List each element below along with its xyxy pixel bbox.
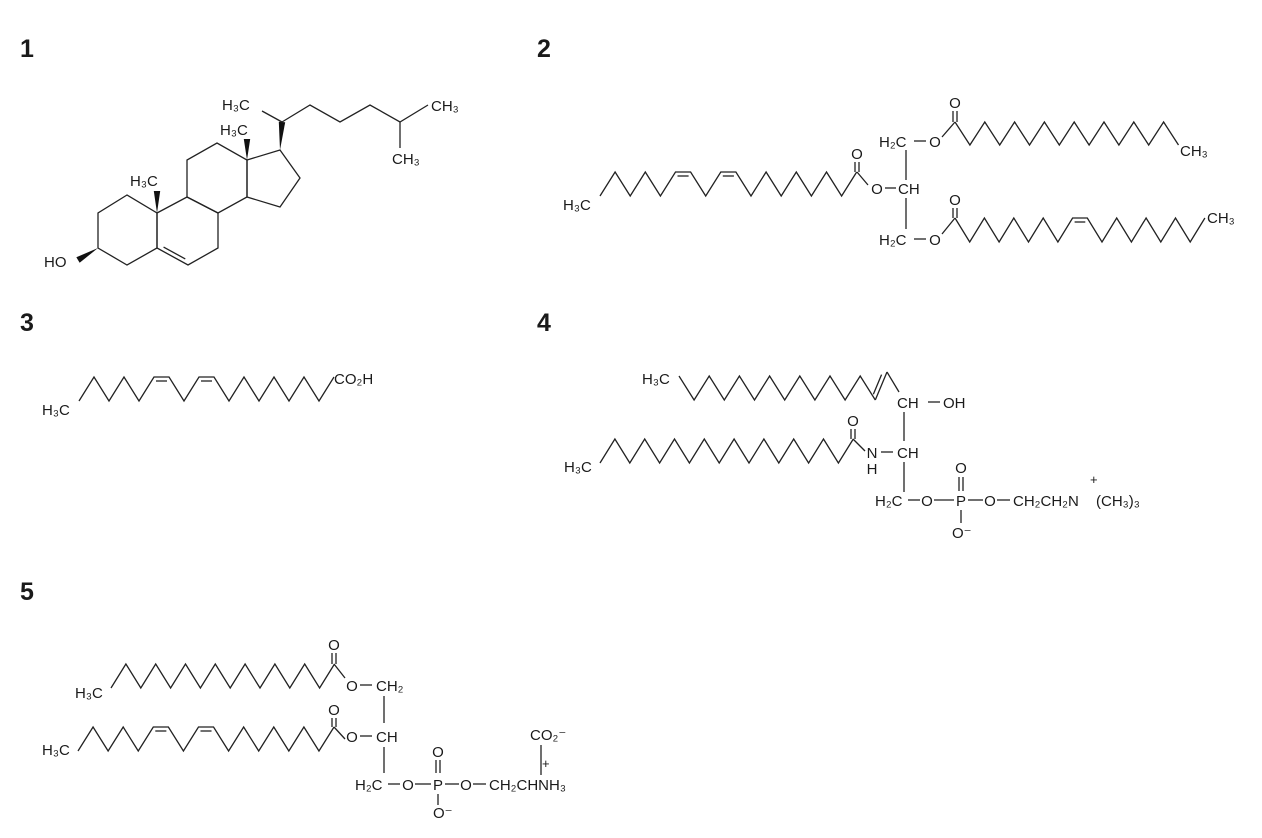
atom-label-h3c: H₃C	[642, 371, 670, 388]
atom-label-oh: OH	[943, 395, 966, 412]
double-bond-line	[163, 246, 186, 260]
atom-label-ch: CH	[897, 445, 919, 462]
trans-double-bond	[874, 371, 888, 401]
bond	[941, 217, 956, 235]
atom-label-h2c: H₂C	[879, 134, 907, 151]
wedge-bond	[153, 191, 161, 213]
atom-label-o: O	[346, 678, 358, 695]
ring-d	[246, 149, 301, 208]
bond	[261, 110, 283, 123]
wedge-bond	[278, 121, 286, 150]
atom-label-ch3: CH₃	[431, 98, 459, 115]
atom-label-ho: HO	[44, 254, 67, 271]
bond	[333, 663, 346, 679]
atom-label-o: O	[949, 192, 961, 209]
structure-4-sphingomyelin: H₃C CH OH H₃C O N H CH H₂C O P O O⁻ O CH…	[564, 371, 1140, 542]
atom-label-h3c: H₃C	[222, 97, 250, 114]
atom-label-ch3: CH₃	[392, 151, 420, 168]
structure-3-fatty-acid: H₃C CO₂H	[42, 371, 373, 419]
atom-label-ch: CH	[376, 729, 398, 746]
atom-label-h3c: H₃C	[130, 173, 158, 190]
ring-b	[156, 196, 219, 266]
atom-label-o: O	[949, 95, 961, 112]
atom-label-h: H	[867, 461, 878, 478]
atom-label-trimethyl: (CH₃)₃	[1096, 493, 1140, 510]
atom-label-choline: CH₂CH₂N	[1013, 493, 1079, 510]
atom-label-o-minus: O⁻	[433, 805, 453, 822]
bond	[886, 371, 900, 393]
double-bond-line	[872, 374, 883, 395]
structure-number-5: 5	[20, 578, 34, 606]
atom-label-co2h: CO₂H	[334, 371, 373, 388]
atom-label-o: O	[929, 134, 941, 151]
ring-c	[186, 142, 248, 214]
hydrocarbon-chain	[599, 170, 858, 198]
hydrocarbon-chain	[954, 120, 1180, 147]
atom-label-o-minus: O⁻	[952, 525, 972, 542]
atom-label-o: O	[460, 777, 472, 794]
atom-label-p: P	[433, 777, 443, 794]
atom-label-h2c: H₂C	[875, 493, 903, 510]
atom-label-o: O	[871, 181, 883, 198]
structure-5-phosphatidylserine: H₃C O O CH₂ H₃C O O CH H₂C O P O O⁻ O CH…	[42, 637, 566, 822]
atom-label-ch: CH	[898, 181, 920, 198]
atom-label-h2c: H₂C	[879, 232, 907, 249]
atom-label-h3c: H₃C	[220, 122, 248, 139]
atom-label-o: O	[851, 146, 863, 163]
atom-label-o: O	[847, 413, 859, 430]
hydrocarbon-chain	[110, 662, 336, 690]
ring-a	[97, 194, 158, 266]
atom-label-o: O	[346, 729, 358, 746]
bond	[856, 171, 869, 186]
structure-number-2: 2	[537, 35, 551, 63]
wedge-bond	[76, 248, 98, 263]
structure-number-3: 3	[20, 309, 34, 337]
atom-label-ch: CH	[897, 395, 919, 412]
atom-label-h3c: H₃C	[75, 685, 103, 702]
atom-label-h3c: H₃C	[42, 402, 70, 419]
atom-label-h2c: H₂C	[355, 777, 383, 794]
atom-label-serine: CH₂CHNH₃	[489, 777, 566, 794]
atom-label-n: N	[867, 445, 878, 462]
hydrocarbon-chain	[678, 374, 876, 402]
wedge-bond	[243, 139, 251, 160]
charge-plus: +	[542, 756, 550, 771]
hydrocarbon-chain	[954, 216, 1206, 244]
bond	[852, 438, 866, 452]
atom-label-o: O	[328, 637, 340, 654]
structure-number-1: 1	[20, 35, 34, 63]
bond	[941, 121, 956, 138]
atom-label-h3c: H₃C	[563, 197, 591, 214]
hydrocarbon-chain	[599, 437, 854, 465]
charge-plus: +	[1090, 472, 1098, 487]
hydrocarbon-chain	[77, 725, 335, 753]
structure-2-triglyceride: H₃C O O CH H₂C O O CH₃ H₂C O O CH₃	[563, 95, 1235, 249]
atom-label-o: O	[402, 777, 414, 794]
structure-number-4: 4	[537, 309, 551, 337]
atom-label-o: O	[929, 232, 941, 249]
atom-label-h3c: H₃C	[42, 742, 70, 759]
atom-label-h3c: H₃C	[564, 459, 592, 476]
atom-label-o: O	[328, 702, 340, 719]
atom-label-p: P	[956, 493, 966, 510]
hydrocarbon-chain	[78, 375, 335, 403]
atom-label-ch2: CH₂	[376, 678, 404, 695]
atom-label-o: O	[432, 744, 444, 761]
atom-label-o: O	[984, 493, 996, 510]
atom-label-carboxylate: CO₂⁻	[530, 727, 566, 744]
atom-label-ch3: CH₃	[1207, 210, 1235, 227]
bond	[333, 726, 346, 740]
structure-1-cholesterol: H₃C CH₃ CH₃ H₃C H₃C HO	[44, 97, 459, 271]
atom-label-o: O	[921, 493, 933, 510]
side-chain	[281, 104, 429, 123]
atom-label-ch3: CH₃	[1180, 143, 1208, 160]
atom-label-o: O	[955, 460, 967, 477]
